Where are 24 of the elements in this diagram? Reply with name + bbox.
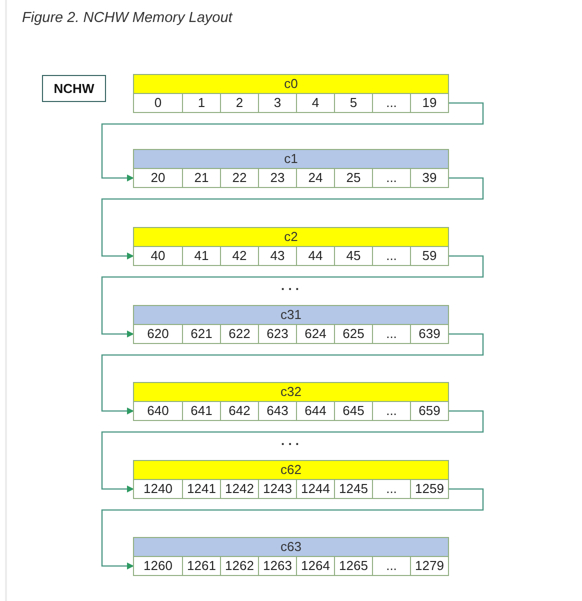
channel-label: c0	[134, 75, 448, 94]
figure-title: Figure 2. NCHW Memory Layout	[22, 9, 232, 27]
channel-label: c1	[134, 150, 448, 169]
channel-label: c2	[134, 228, 448, 247]
format-box: NCHW	[42, 75, 106, 102]
channel-label: c32	[134, 383, 448, 402]
ellipsis-label: . . .	[280, 434, 300, 448]
channel-block	[133, 382, 449, 421]
channel-block	[133, 74, 449, 113]
channel-block	[133, 537, 449, 576]
channel-block	[133, 227, 449, 266]
connector-arrow	[101, 102, 484, 182]
connector-arrow	[101, 255, 484, 338]
connector-arrow	[101, 333, 484, 414]
connector-arrow	[101, 488, 484, 570]
channel-block	[133, 149, 449, 188]
channel-label: c31	[134, 306, 448, 325]
connector-arrow	[101, 410, 484, 492]
channel-label: c62	[134, 461, 448, 480]
ellipsis-label: . . .	[280, 279, 300, 293]
channel-block	[133, 460, 449, 499]
connector-arrow	[101, 177, 484, 260]
channel-label: c63	[134, 538, 448, 557]
channel-block	[133, 305, 449, 344]
